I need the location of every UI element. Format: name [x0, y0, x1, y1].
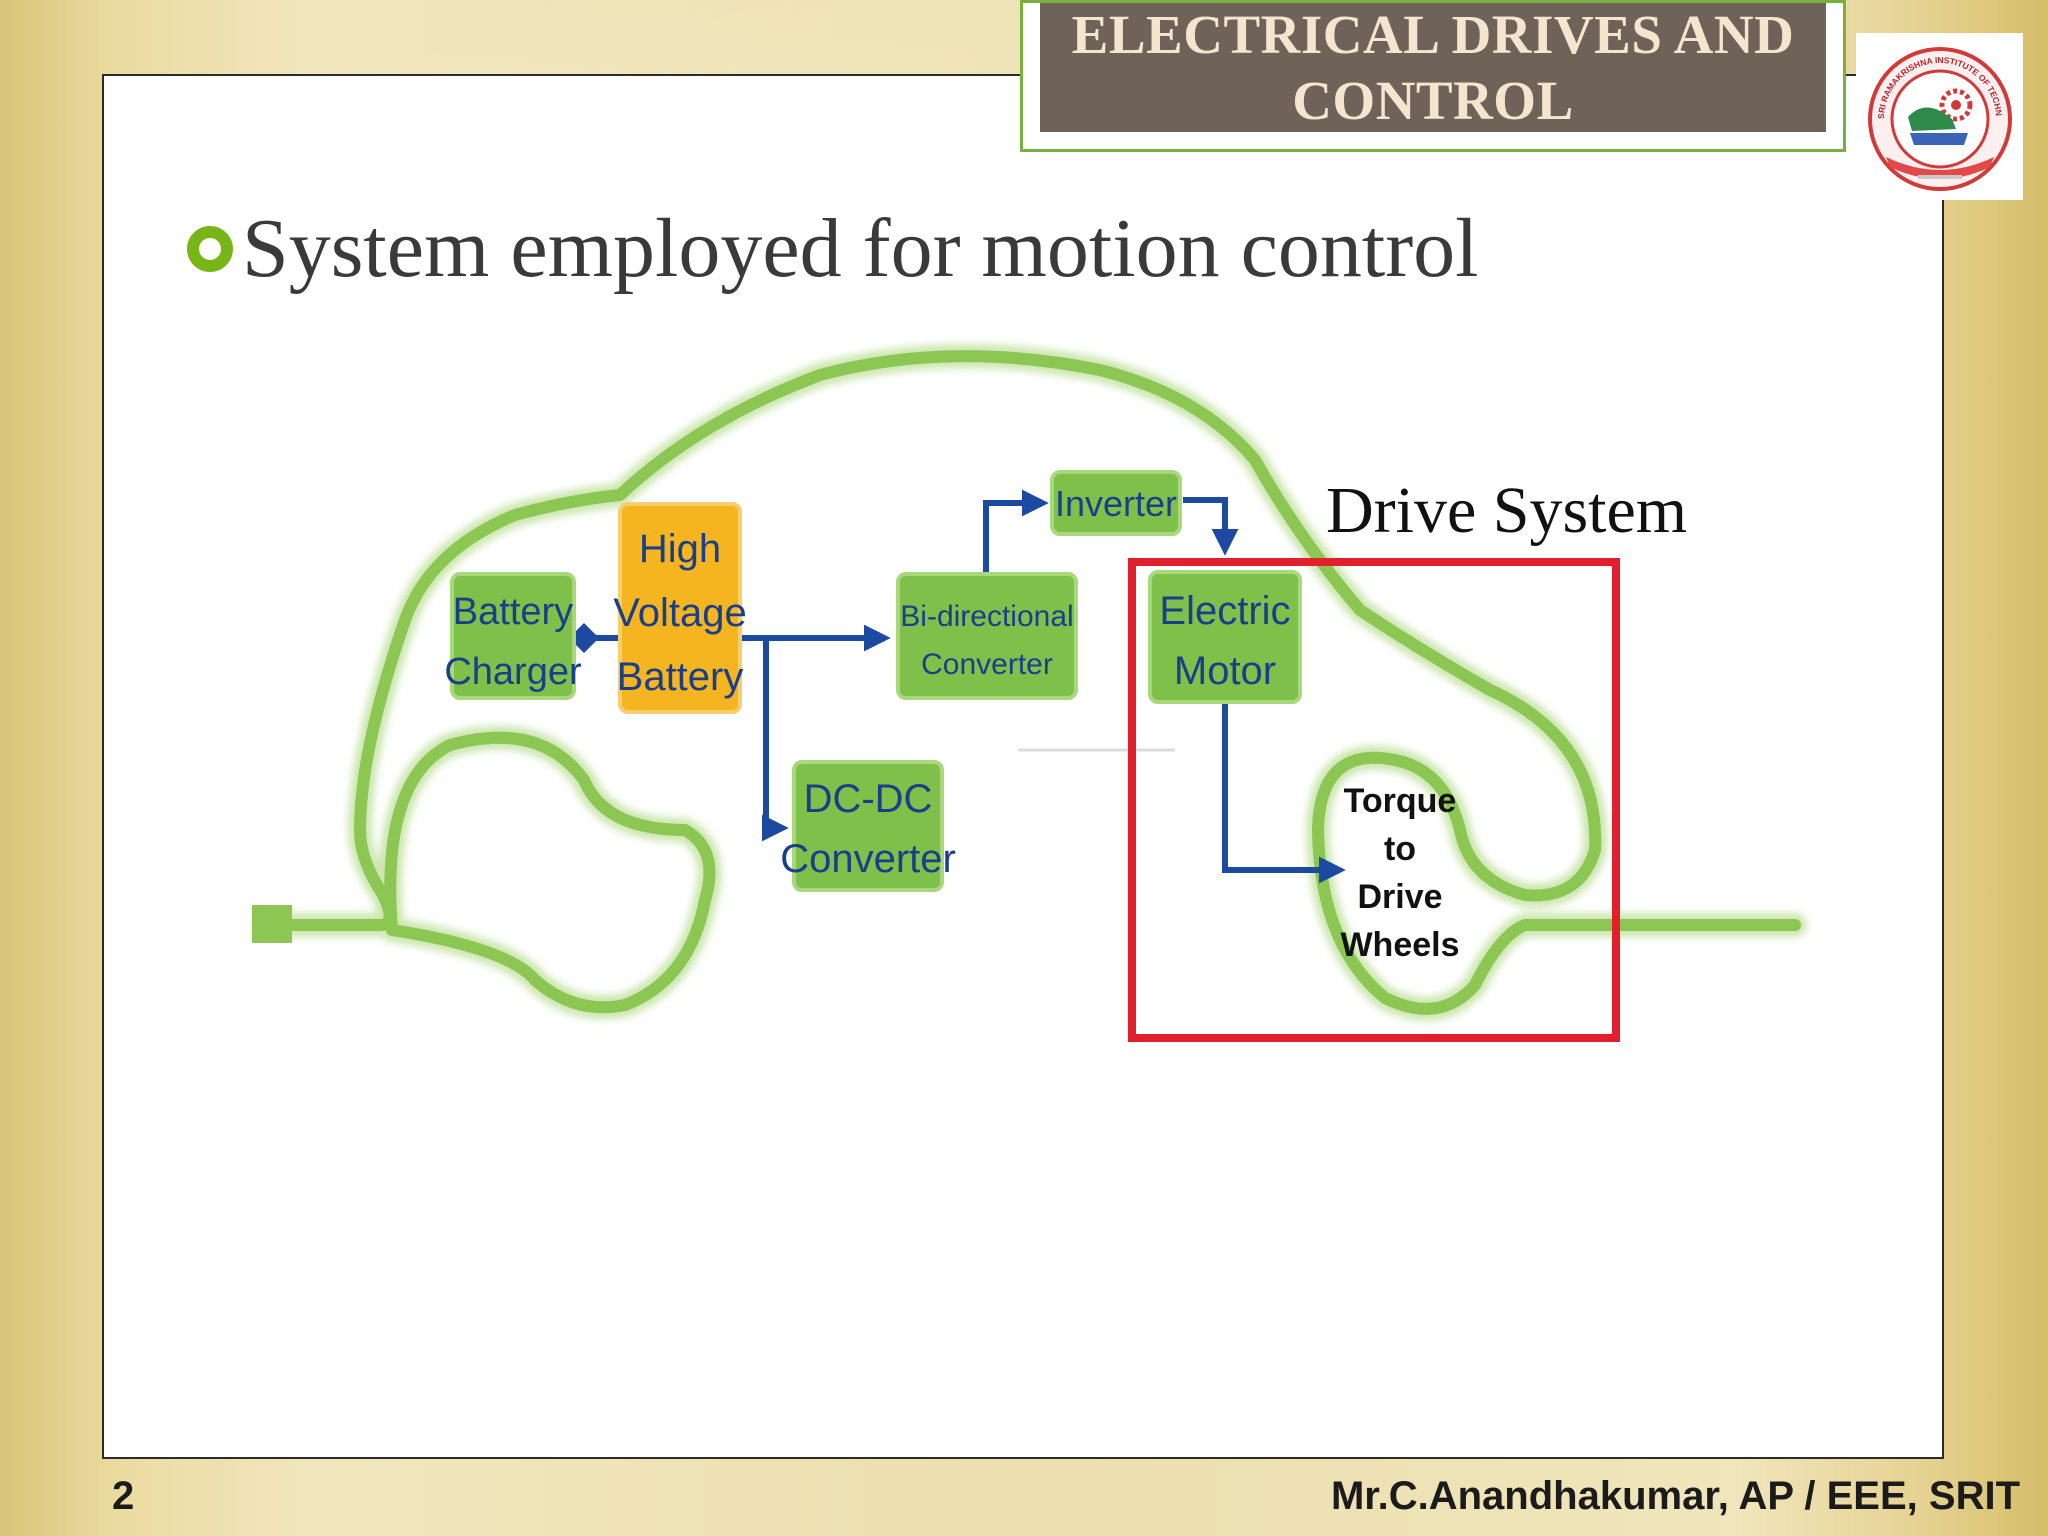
hv-battery-label-line-1: High	[639, 527, 721, 571]
block-electric-motor: Electric Motor	[1148, 570, 1302, 704]
bullet-point: System employed for motion control	[186, 203, 1479, 295]
ring-bullet-icon	[187, 226, 233, 272]
slide-title: ELECTRICAL DRIVES AND CONTROL	[1072, 2, 1795, 134]
bullet-text: System employed for motion control	[242, 202, 1479, 295]
block-inverter: Inverter	[1050, 470, 1182, 536]
footer-author: Mr.C.Anandhakumar, AP / EEE, SRIT	[1330, 1474, 2020, 1518]
slide-header-inner: ELECTRICAL DRIVES AND CONTROL	[1040, 3, 1826, 132]
inverter-motor-arrow	[1183, 497, 1239, 556]
bidirectional-converter-label-line-2: Converter	[921, 648, 1053, 681]
electric-motor-label-line-2: Motor	[1174, 649, 1276, 693]
block-bidirectional-converter: Bi-directional Converter	[896, 572, 1078, 700]
block-high-voltage-battery: High Voltage Battery	[613, 502, 747, 714]
torque-label-line-4: Wheels	[1340, 926, 1459, 964]
hv-battery-label-line-2: Voltage	[613, 591, 746, 635]
torque-label-line-3: Drive	[1357, 878, 1442, 916]
battery-charger-label-line-2: Charger	[444, 651, 582, 693]
bidirectional-converter-label-line-1: Bi-directional	[900, 600, 1073, 633]
block-battery-charger: Battery Charger	[444, 572, 582, 700]
slide-header: ELECTRICAL DRIVES AND CONTROL	[1020, 0, 1846, 152]
torque-label-line-2: to	[1384, 830, 1416, 868]
electric-motor-label-line-1: Electric	[1159, 589, 1290, 633]
torque-wheels-label: Torque to Drive Wheels	[1340, 782, 1459, 964]
drive-system-highlight-box	[1128, 558, 1620, 1042]
dcdc-converter-label-line-2: Converter	[780, 837, 956, 881]
torque-label-line-1: Torque	[1344, 782, 1457, 820]
motor-wheels-arrow	[1222, 702, 1346, 884]
battery-dcdc-arrow	[761, 638, 789, 842]
connector-arrows	[569, 489, 1346, 884]
hv-battery-label-line-3: Battery	[617, 655, 744, 699]
slide-title-line-2: CONTROL	[1292, 69, 1574, 131]
page-number: 2	[112, 1474, 135, 1518]
converter-inverter-arrow	[983, 489, 1049, 572]
car-outline	[252, 344, 1807, 1021]
drive-system-label: Drive System	[1326, 474, 1687, 547]
inverter-label: Inverter	[1055, 483, 1177, 524]
dcdc-converter-label-line-1: DC-DC	[804, 777, 933, 821]
institute-logo: SRI RAMAKRISHNA INSTITUTE OF TECHNOLOGY	[1853, 25, 2023, 200]
institute-logo-seal: SRI RAMAKRISHNA INSTITUTE OF TECHNOLOGY	[1853, 25, 2012, 191]
slide-title-line-1: ELECTRICAL DRIVES AND	[1071, 3, 1795, 65]
battery-charger-label-line-1: Battery	[453, 591, 573, 633]
block-dcdc-converter: DC-DC Converter	[780, 760, 956, 892]
